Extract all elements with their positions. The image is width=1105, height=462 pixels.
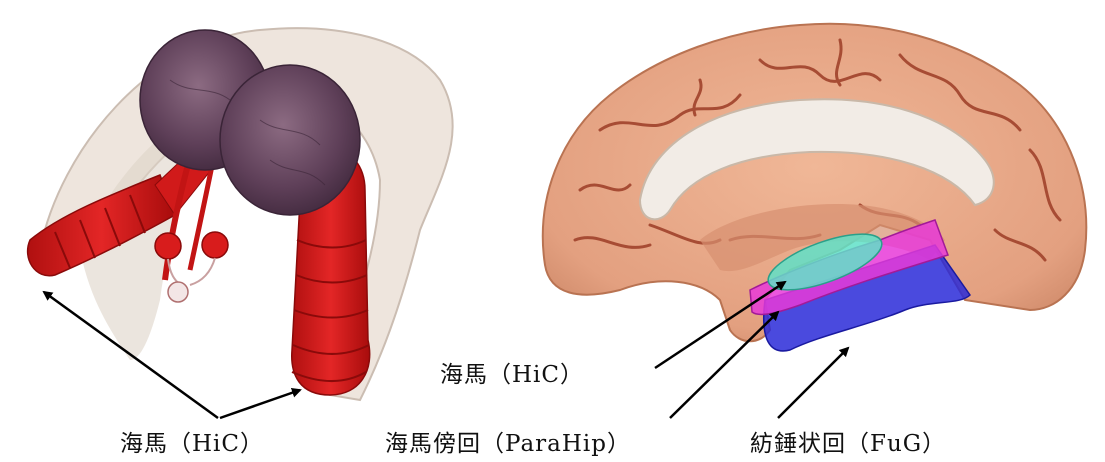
arrow-left-b: [220, 390, 300, 418]
arrow-fug: [778, 348, 848, 418]
label-hippocampus-left: 海馬（HiC）: [120, 424, 264, 458]
label-fusiform: 紡錘状回（FuG）: [750, 424, 946, 458]
label-parahippocampal: 海馬傍回（ParaHip）: [385, 424, 631, 458]
hippocampus-illustration: [28, 28, 453, 400]
brain-section: [543, 24, 1086, 351]
arrow-parahip: [670, 312, 778, 418]
label-hippocampus-right: 海馬（HiC）: [440, 355, 584, 389]
